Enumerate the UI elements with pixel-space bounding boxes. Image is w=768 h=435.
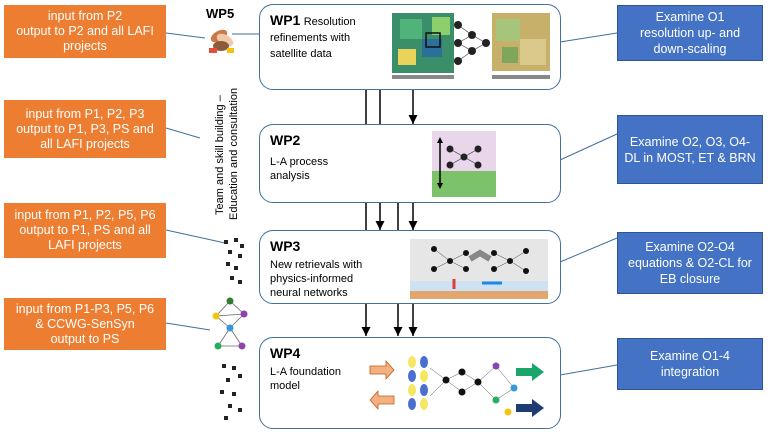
process-figure bbox=[432, 131, 496, 197]
objective-box-o1-4: Examine O1-4 integration bbox=[617, 338, 763, 390]
connector-line bbox=[559, 133, 618, 161]
connector-line bbox=[559, 364, 618, 376]
wp3-box: WP3 New retrievals with physics-informed… bbox=[259, 230, 561, 304]
wp1-box: WP1 Resolution refinements with satellit… bbox=[259, 4, 561, 90]
team-hands-icon bbox=[209, 29, 234, 53]
wp3-description: New retrievals with physics-informed neu… bbox=[270, 259, 363, 299]
connector-line bbox=[165, 32, 206, 39]
objective-box-o2-o3-o4: Examine O2, O3, O4-DL in MOST, ET & BRN bbox=[617, 115, 763, 184]
wp3-id: WP3 bbox=[270, 238, 301, 254]
objective-box-text: Examine O2, O3, O4-DL in MOST, ET & BRN bbox=[624, 134, 756, 165]
wp3-title: WP3 bbox=[270, 239, 390, 255]
wp2-box: WP2 L-A process analysis bbox=[259, 124, 561, 203]
wp4-title: WP4 bbox=[270, 346, 390, 362]
network-icon bbox=[220, 364, 242, 420]
satellite-map-figure bbox=[392, 13, 550, 79]
wp2-description: L-A process analysis bbox=[270, 156, 329, 182]
input-box-p1-p2-p3: input from P1, P2, P3 output to P1, P3, … bbox=[4, 100, 166, 158]
wp1-title: WP1 Resolution refinements with satellit… bbox=[270, 13, 380, 62]
objective-box-o1: Examine O1 resolution up- and down-scali… bbox=[617, 5, 763, 61]
wp4-id: WP4 bbox=[270, 345, 301, 361]
wp2-title: WP2 bbox=[270, 133, 390, 149]
connector-line bbox=[165, 322, 211, 331]
wp5-label: WP5 bbox=[206, 6, 235, 21]
foundation-model-figure bbox=[369, 356, 544, 417]
connector-line bbox=[559, 32, 618, 43]
connector-line bbox=[165, 127, 201, 139]
input-box-text: input from P2 output to P2 and all LAFI … bbox=[16, 9, 154, 53]
pinn-figure bbox=[410, 239, 548, 299]
network-icon bbox=[224, 238, 244, 284]
graph-network-icon bbox=[212, 297, 248, 350]
wp5-side-text-1: Team and skill building – bbox=[214, 95, 226, 215]
connector-line bbox=[559, 237, 618, 263]
input-box-text: input from P1-P3, P5, P6 & CCWG-SenSyn o… bbox=[15, 301, 155, 346]
objective-box-text: Examine O2-O4 equations & O2-CL for EB c… bbox=[628, 240, 752, 286]
wp1-id: WP1 bbox=[270, 12, 301, 28]
input-box-p1-p2-p5-p6: input from P1, P2, P5, P6 output to P1, … bbox=[4, 203, 166, 258]
wp5-side-text-2: Education and consultation bbox=[228, 87, 240, 220]
input-box-text: input from P1, P2, P5, P6 output to P1, … bbox=[14, 208, 156, 252]
objective-box-o2-o4: Examine O2-O4 equations & O2-CL for EB c… bbox=[617, 232, 763, 294]
input-box-text: input from P1, P2, P3 output to P1, P3, … bbox=[16, 106, 154, 151]
connector-line bbox=[165, 229, 226, 244]
objective-box-text: Examine O1-4 integration bbox=[650, 349, 730, 379]
wp1-title-text: Resolution refinements with satellite da… bbox=[270, 16, 356, 60]
objective-box-text: Examine O1 resolution up- and down-scali… bbox=[639, 10, 741, 56]
wp2-id: WP2 bbox=[270, 132, 301, 148]
input-box-ccwg: input from P1-P3, P5, P6 & CCWG-SenSyn o… bbox=[4, 298, 166, 350]
input-box-p2: input from P2 output to P2 and all LAFI … bbox=[4, 5, 166, 58]
wp4-box: WP4 L-A foundation model bbox=[259, 337, 561, 429]
wp4-description: L-A foundation model bbox=[270, 366, 341, 392]
